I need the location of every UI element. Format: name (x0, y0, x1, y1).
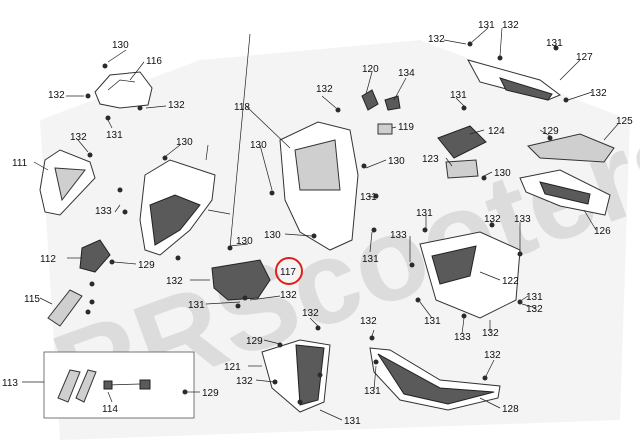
label-119: 119 (398, 122, 414, 133)
label-131: 131 (364, 386, 381, 397)
label-132: 132 (482, 328, 499, 339)
label-115: 115 (24, 294, 40, 305)
part-labels: 130 116 132 132 131 132 111 130 133 112 … (2, 20, 633, 427)
part-123 (445, 159, 479, 179)
label-113: 113 (2, 378, 18, 389)
part-121 (261, 339, 331, 413)
part-115 (47, 289, 83, 327)
label-130: 130 (112, 40, 129, 51)
label-132: 132 (70, 132, 87, 143)
label-130: 130 (494, 168, 511, 179)
label-130: 130 (250, 140, 267, 151)
label-130: 130 (236, 236, 253, 247)
label-112: 112 (40, 254, 56, 265)
label-132: 132 (590, 88, 607, 99)
part-117 (211, 259, 271, 301)
part-128 (369, 347, 501, 411)
label-131: 131 (546, 38, 563, 49)
label-132: 132 (360, 316, 377, 327)
label-130: 130 (176, 137, 193, 148)
label-132: 132 (48, 90, 65, 101)
label-130: 130 (264, 230, 281, 241)
label-131: 131 (360, 192, 377, 203)
label-131: 131 (478, 20, 495, 31)
part-111 (39, 149, 96, 216)
label-131: 131 (450, 90, 467, 101)
label-132: 132 (280, 290, 297, 301)
label-124: 124 (488, 126, 505, 137)
label-132: 132 (302, 308, 319, 319)
label-132: 132 (484, 350, 501, 361)
label-133: 133 (95, 206, 112, 217)
part-125 (527, 133, 615, 163)
label-111: 111 (12, 158, 28, 169)
label-131: 131 (188, 300, 205, 311)
label-127: 127 (576, 52, 593, 63)
label-129: 129 (542, 126, 559, 137)
part-126 (519, 169, 611, 216)
inset-113-114 (43, 351, 195, 419)
part-122 (419, 231, 521, 319)
label-121: 121 (224, 362, 241, 373)
label-131: 131 (424, 316, 441, 327)
label-132: 132 (316, 84, 333, 95)
label-131: 131 (344, 416, 361, 427)
label-131: 131 (416, 208, 433, 219)
leader-lines (22, 27, 619, 421)
label-131: 131 (362, 254, 379, 265)
part-116 (94, 71, 153, 109)
part-120 (361, 89, 379, 111)
label-132: 132 (502, 20, 519, 31)
part-124 (437, 125, 487, 159)
label-125: 125 (616, 116, 633, 127)
label-131: 131 (526, 292, 543, 303)
label-120: 120 (362, 64, 379, 75)
label-133: 133 (390, 230, 407, 241)
highlight-ring (275, 257, 303, 285)
label-132: 132 (526, 304, 543, 315)
part-134 (384, 95, 401, 111)
label-118: 118 (234, 102, 250, 113)
screw-markers (85, 41, 569, 405)
part-127 (466, 59, 561, 101)
label-129: 129 (246, 336, 263, 347)
label-114: 114 (102, 404, 118, 415)
label-128: 128 (502, 404, 519, 415)
part-118 (279, 121, 359, 251)
label-132: 132 (484, 214, 501, 225)
part-119 (377, 123, 393, 135)
part-110 (139, 159, 216, 256)
part-112 (79, 239, 111, 273)
label-130: 130 (388, 156, 405, 167)
label-132: 132 (428, 34, 445, 45)
label-129: 129 (202, 388, 219, 399)
label-126: 126 (594, 226, 611, 237)
label-133: 133 (454, 332, 471, 343)
label-117: 117 (280, 267, 296, 278)
label-134: 134 (398, 68, 415, 79)
label-132: 132 (166, 276, 183, 287)
label-132: 132 (168, 100, 185, 111)
label-132: 132 (236, 376, 253, 387)
label-129: 129 (138, 260, 155, 271)
label-123: 123 (422, 154, 439, 165)
label-122: 122 (502, 276, 519, 287)
label-116: 116 (146, 56, 162, 67)
label-131: 131 (106, 130, 123, 141)
label-133: 133 (514, 214, 531, 225)
